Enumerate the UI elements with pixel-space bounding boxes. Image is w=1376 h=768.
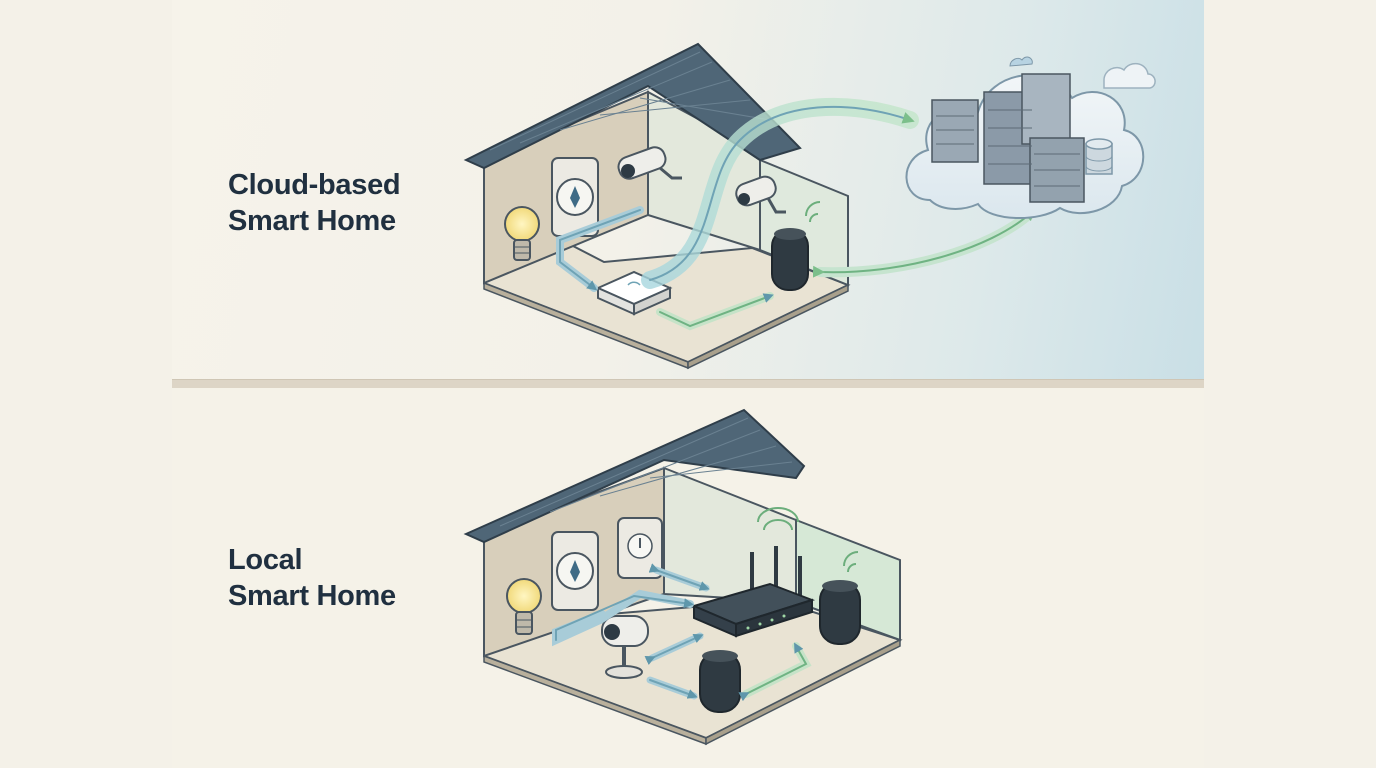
local-smart-speaker-icon	[819, 580, 861, 645]
local-thermostat-icon	[551, 531, 599, 611]
security-camera-icon	[617, 146, 682, 180]
house-roof	[463, 42, 802, 170]
database-icon	[1085, 138, 1113, 175]
cloud-download-arrow	[812, 207, 1037, 278]
router-wifi-signal-icon	[757, 507, 799, 531]
local-label-line1: Local	[228, 544, 303, 576]
light-switch-icon	[617, 517, 663, 579]
cloud-label-line1: Cloud-based	[228, 169, 401, 201]
router-icon	[691, 546, 816, 638]
thermostat-icon	[551, 157, 599, 237]
cloud-label-line2: Smart Home	[228, 205, 396, 237]
server-rack-icon	[931, 73, 1085, 203]
cloud-upload-arrow	[641, 97, 919, 289]
local-light-bulb-icon	[506, 578, 542, 635]
local-smart-speaker-2-icon	[699, 650, 741, 713]
section-divider	[172, 379, 1204, 388]
security-camera-2-icon	[735, 175, 786, 214]
local-smart-home-label: Local Smart Home	[228, 542, 396, 614]
light-bulb-icon	[504, 206, 540, 261]
local-house-roof	[463, 408, 806, 544]
local-security-camera-icon	[601, 615, 649, 679]
local-device-arrows	[556, 206, 774, 331]
local-label-line2: Smart Home	[228, 580, 396, 612]
cloud-smart-home-label: Cloud-based Smart Home	[228, 167, 401, 239]
cloud-house	[463, 42, 851, 370]
speaker-wifi-signal-icon	[843, 551, 859, 573]
smart-speaker-icon	[771, 228, 809, 291]
local-network-arrows	[552, 563, 812, 702]
